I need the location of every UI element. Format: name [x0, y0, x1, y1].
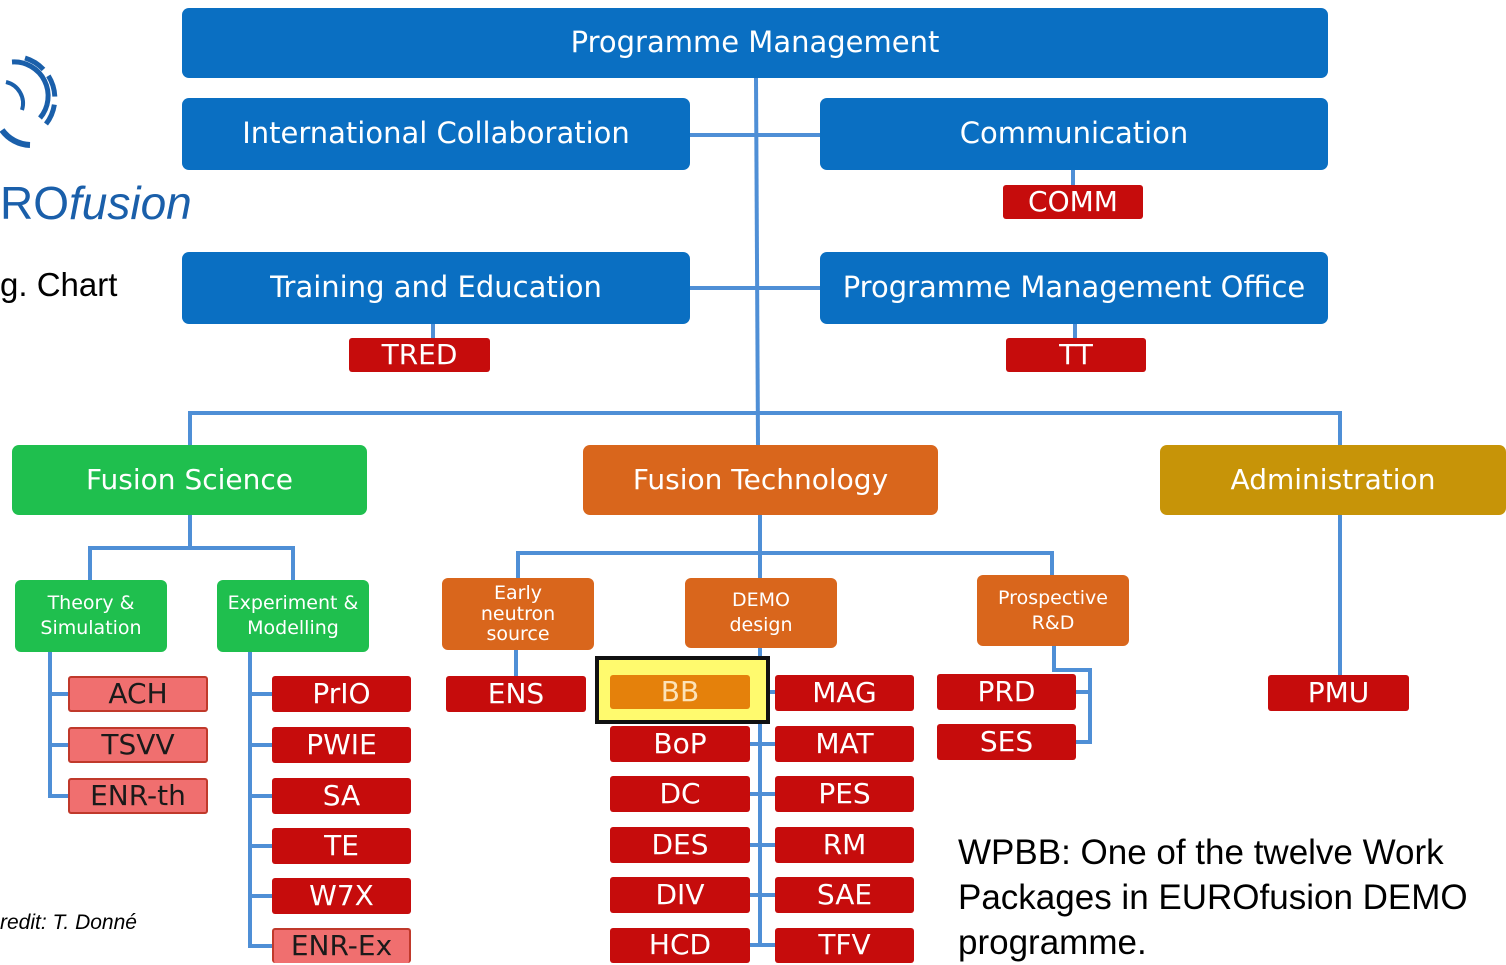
wp-des: DES — [610, 827, 750, 863]
training-education-box: Training and Education — [182, 252, 690, 324]
programme-management-office-box: Programme Management Office — [820, 252, 1328, 324]
international-collaboration-box: International Collaboration — [182, 98, 690, 170]
wp-div: DIV — [610, 877, 750, 913]
wp-ach: ACH — [68, 676, 208, 712]
wp-w7x: W7X — [272, 878, 411, 914]
wp-bb-highlighted: BB — [610, 675, 750, 709]
wp-pes: PES — [775, 776, 914, 812]
wp-mag: MAG — [775, 675, 914, 711]
experiment-modelling-box: Experiment & Modelling — [217, 580, 369, 652]
wp-te: TE — [272, 828, 411, 864]
wp-hcd: HCD — [610, 928, 750, 963]
administration-box: Administration — [1160, 445, 1506, 515]
wp-tsvv: TSVV — [68, 727, 208, 763]
wp-pwie: PWIE — [272, 727, 411, 763]
wp-ses: SES — [937, 724, 1076, 760]
programme-management-box: Programme Management — [182, 8, 1328, 78]
prospective-rd-box: Prospective R&D — [977, 575, 1129, 646]
wp-enr-ex: ENR-Ex — [272, 928, 411, 963]
demo-design-box: DEMO design — [685, 578, 837, 648]
fusion-technology-box: Fusion Technology — [583, 445, 938, 515]
communication-box: Communication — [820, 98, 1328, 170]
eurofusion-logo-icon — [0, 55, 58, 148]
caption-text: WPBB: One of the twelve Work Packages in… — [958, 833, 1468, 962]
logo-prefix: RO — [0, 177, 69, 229]
wp-pmu: PMU — [1268, 675, 1409, 711]
wp-rm: RM — [775, 827, 914, 863]
wp-prio: PrIO — [272, 676, 411, 712]
wp-mat: MAT — [775, 726, 914, 762]
logo-text: ROfusion — [0, 176, 192, 230]
tt-package: TT — [1006, 338, 1146, 372]
wp-sa: SA — [272, 778, 411, 814]
wp-dc: DC — [610, 776, 750, 812]
side-label: g. Chart — [0, 266, 118, 303]
wp-enr-th: ENR-th — [68, 778, 208, 814]
wp-ens: ENS — [446, 676, 586, 712]
comm-package: COMM — [1003, 185, 1143, 219]
wp-bop: BoP — [610, 726, 750, 762]
wp-tfv: TFV — [775, 928, 914, 963]
fusion-science-box: Fusion Science — [12, 445, 367, 515]
credit-text: redit: T. Donné — [0, 911, 137, 934]
theory-simulation-box: Theory & Simulation — [15, 580, 167, 652]
early-neutron-source-box: Early neutron source — [442, 578, 594, 650]
wp-prd: PRD — [937, 674, 1076, 710]
logo-italic: fusion — [69, 177, 192, 229]
tred-package: TRED — [349, 338, 490, 372]
wp-sae: SAE — [775, 877, 914, 913]
